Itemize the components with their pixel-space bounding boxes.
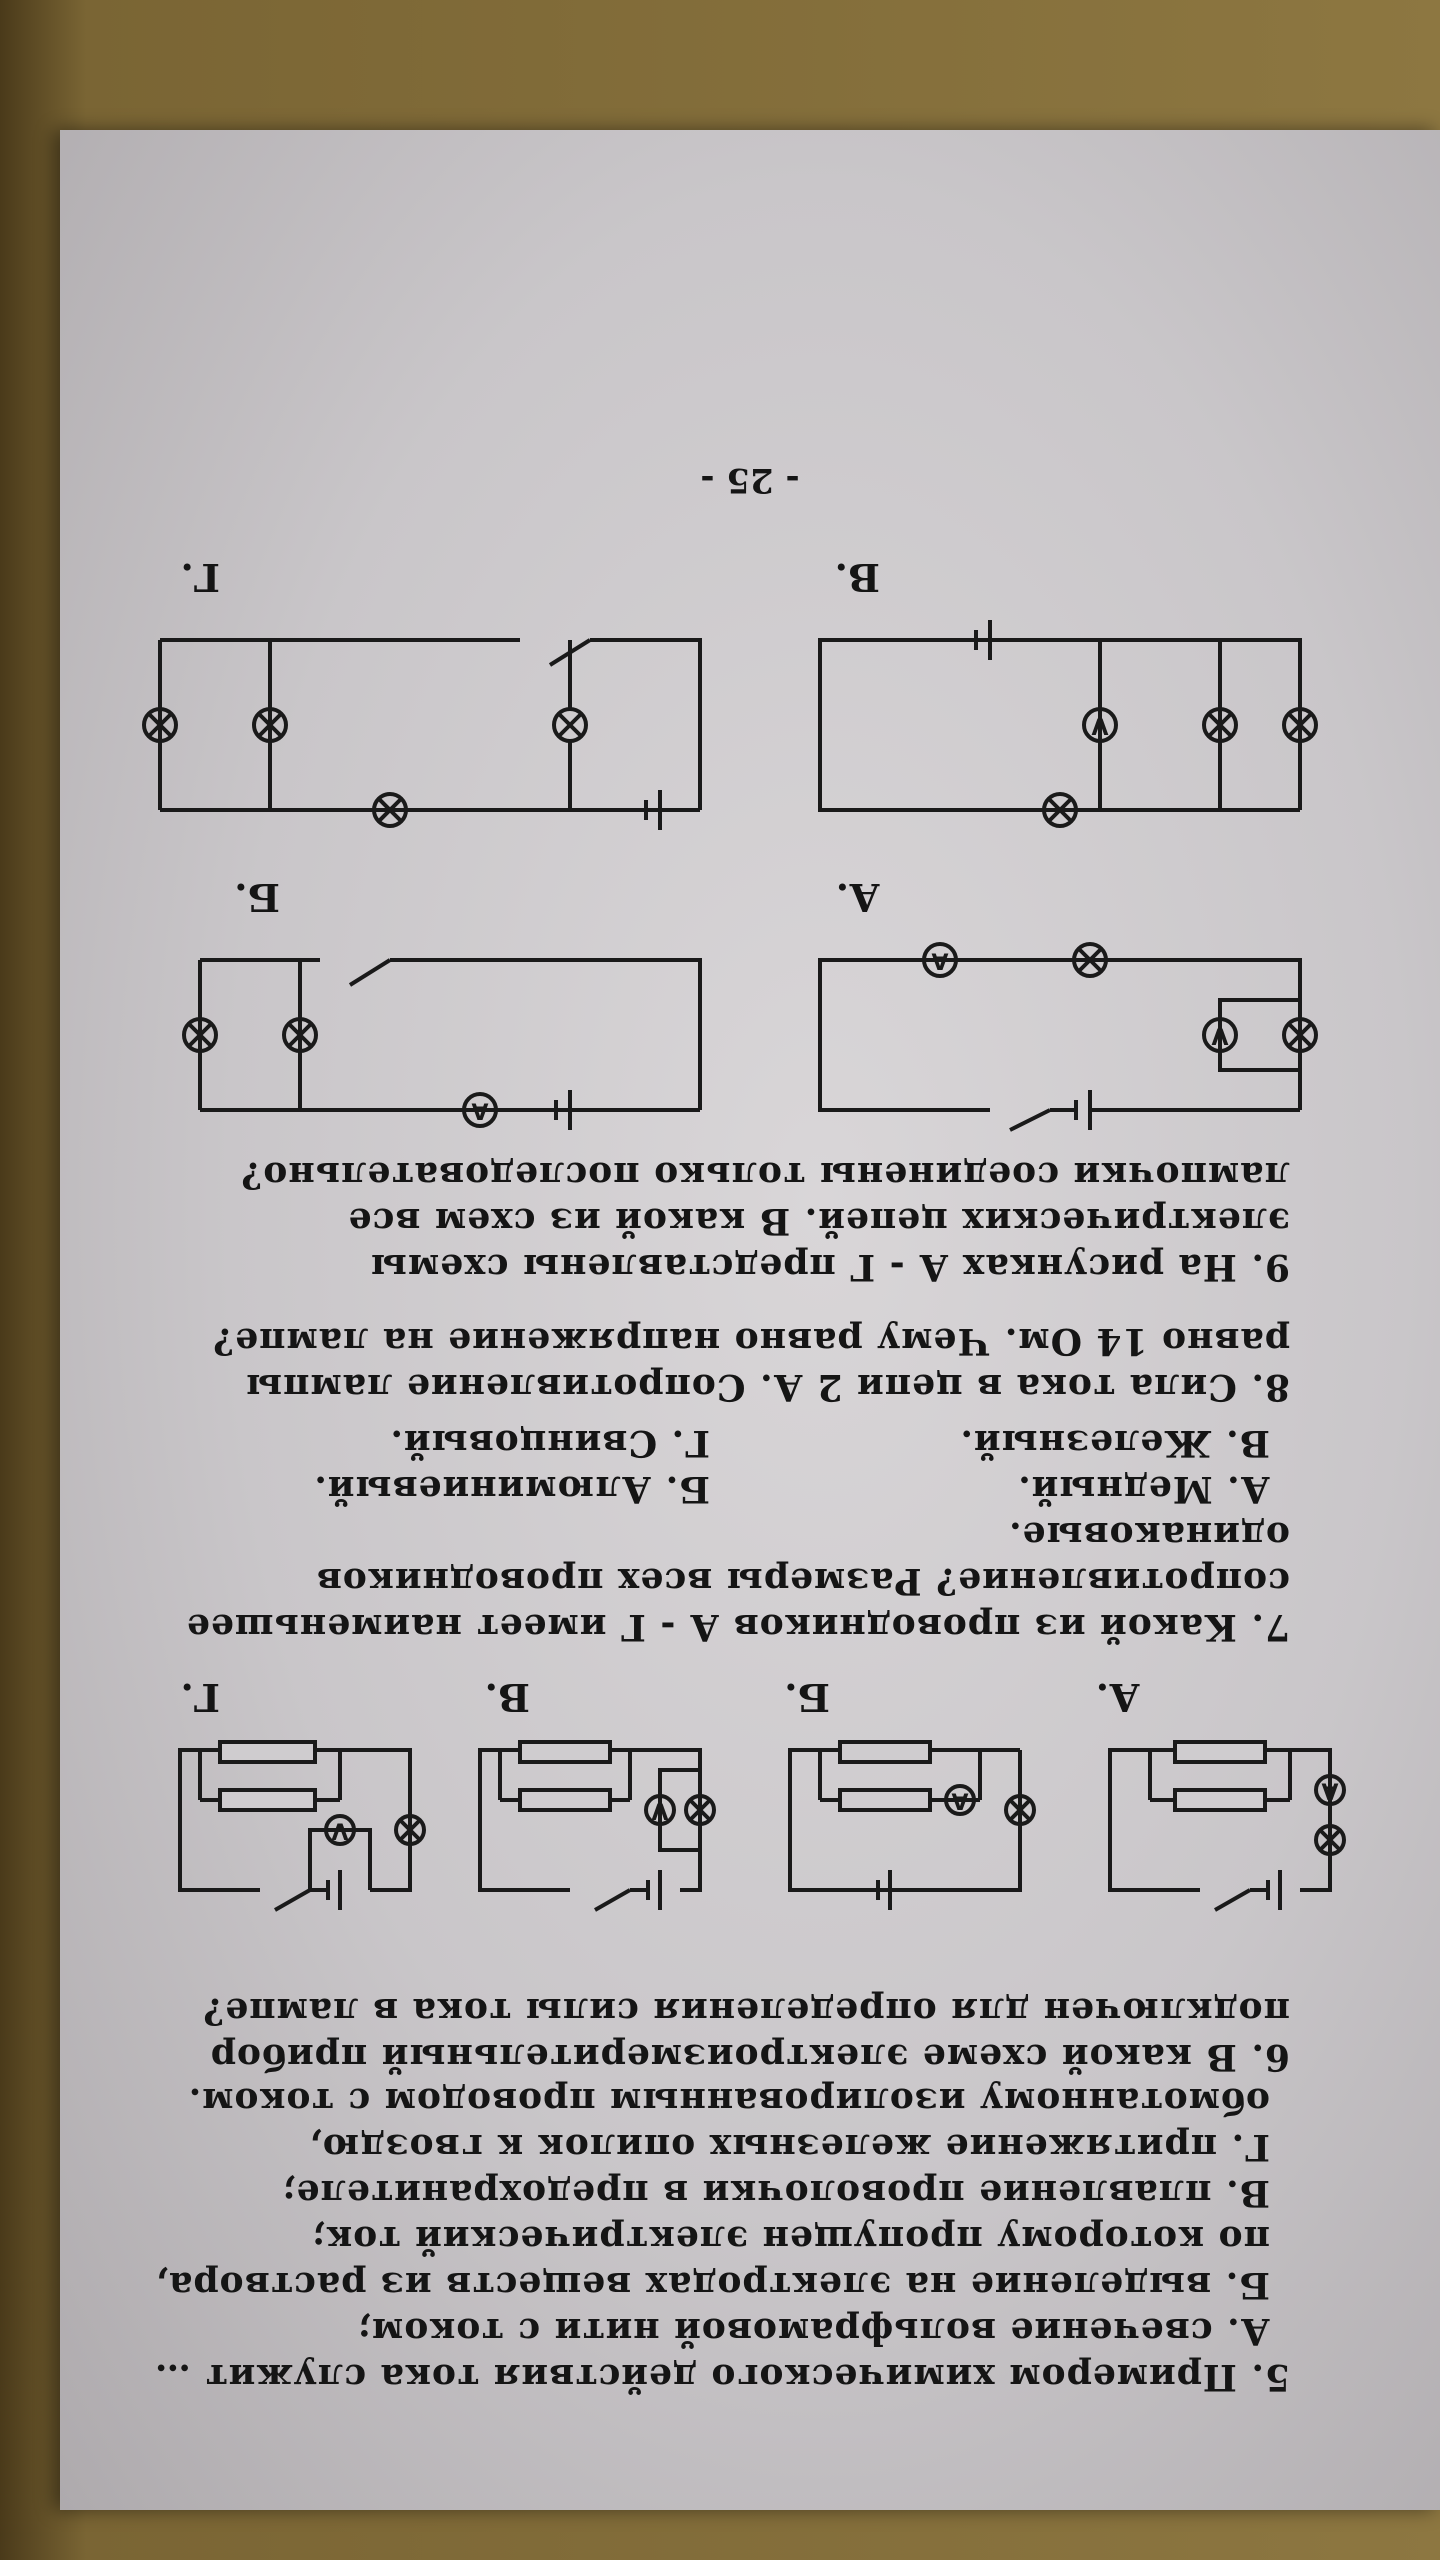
q9-circuit-a: V A	[818, 942, 1318, 1132]
q6c-bulb	[684, 1794, 716, 1826]
page-number: - 25 -	[700, 460, 800, 500]
question-7-option-b: Б. Алюминиевый.	[313, 1468, 710, 1510]
question-8-stem: 8. Сила тока в цепи 2 А. Сопротивление л…	[212, 1320, 1290, 1408]
svg-text:A: A	[1321, 1778, 1338, 1803]
question-5-option-d: Г. притяжение железных опилок к гвоздю, …	[187, 2080, 1270, 2168]
question-7-stem: 7. Какой из проводников А - Г имеет наим…	[186, 1514, 1290, 1648]
question-8: 8. Сила тока в цепи 2 А. Сопротивление л…	[150, 1318, 1330, 1410]
q6a-ammeter: A	[1314, 1774, 1346, 1806]
q9-circuit-d	[142, 638, 702, 830]
question-7-options-row-1: А. Медный. Б. Алюминиевый.	[150, 1466, 1330, 1512]
page-content-rotated: 5. Примером химического действия тока сл…	[60, 130, 1440, 2510]
q6-circuit-b: A	[788, 1740, 1036, 1910]
q6a-bulb	[1314, 1824, 1346, 1856]
q9b-ammeter: A	[462, 1092, 498, 1128]
question-7-option-c: В. Железный.	[959, 1422, 1270, 1464]
q6b-ammeter: A	[944, 1784, 976, 1816]
q6-label-d: Г.	[180, 1675, 220, 1720]
q9-label-b: Б.	[234, 875, 280, 920]
textbook-page: 5. Примером химического действия тока сл…	[60, 130, 1440, 2510]
question-5-option-b: Б. выделение на электродах веществ из ра…	[154, 2218, 1270, 2306]
q9b-bulb-2	[182, 1017, 218, 1053]
question-5-stem: 5. Примером химического действия тока сл…	[153, 2356, 1290, 2398]
q9a-voltmeter: V	[1202, 998, 1300, 1072]
q9d-bulb-3	[252, 707, 288, 743]
svg-text:V: V	[651, 1798, 668, 1823]
question-6-stem: 6. В какой схеме электроизмерительный пр…	[202, 1990, 1290, 2078]
q9c-bulb-1	[1282, 707, 1318, 743]
question-9: 9. На рисунках А - Г представлены схемы …	[150, 1152, 1330, 1290]
svg-text:V: V	[1211, 1023, 1228, 1048]
q9a-bulb-1	[1282, 1017, 1318, 1053]
q9d-bulb-1	[552, 707, 588, 743]
q9-circuit-c: V	[818, 620, 1318, 828]
q6-circuit-a: A	[1108, 1740, 1346, 1912]
svg-text:A: A	[471, 1098, 488, 1123]
question-5-option-c: В. плавление проволочки в предохранителе…	[281, 2172, 1270, 2214]
q9-label-d: Г.	[180, 555, 220, 600]
question-6: 6. В какой схеме электроизмерительный пр…	[150, 1988, 1330, 2080]
question-9-stem: 9. На рисунках А - Г представлены схемы …	[240, 1154, 1290, 1288]
q9c-bulb-2	[1202, 707, 1238, 743]
q9a-ammeter: A	[922, 942, 958, 978]
q6-circuit-c: V	[478, 1740, 716, 1912]
question-5: 5. Примером химического действия тока сл…	[150, 2078, 1330, 2400]
question-7-options-row-2: В. Железный. Г. Свинцовый.	[150, 1420, 1330, 1466]
q6d-voltmeter: V	[308, 1814, 372, 1890]
q6-label-c: В.	[484, 1675, 530, 1720]
q6-circuit-d: V	[178, 1740, 426, 1912]
q9b-bulb-1	[282, 1017, 318, 1053]
question-7-option-a: А. Медный.	[1017, 1468, 1270, 1510]
q9c-bulb-3	[1042, 792, 1078, 828]
q9-label-c: В.	[834, 555, 880, 600]
svg-text:A: A	[951, 1788, 968, 1813]
question-7: 7. Какой из проводников А - Г имеет наим…	[150, 1420, 1330, 1650]
q9a-bulb-2	[1072, 942, 1108, 978]
q6b-bulb	[1004, 1794, 1036, 1826]
question-5-option-a: А. свечение вольфрамовой нити с током;	[356, 2310, 1270, 2352]
svg-text:A: A	[931, 948, 948, 973]
question-7-option-d: Г. Свинцовый.	[389, 1422, 710, 1464]
q6-label-a: А.	[1095, 1675, 1140, 1720]
q6d-bulb	[394, 1814, 426, 1846]
svg-text:V: V	[331, 1818, 348, 1843]
q9c-voltmeter: V	[1082, 707, 1118, 743]
q9d-bulb-4	[142, 707, 178, 743]
q6-label-b: Б.	[784, 1675, 830, 1720]
q6c-voltmeter: V	[644, 1768, 700, 1852]
q9-circuit-b: A	[182, 958, 702, 1130]
q9-label-a: А.	[835, 875, 880, 920]
svg-text:V: V	[1091, 713, 1108, 738]
q9d-bulb-2	[372, 792, 408, 828]
